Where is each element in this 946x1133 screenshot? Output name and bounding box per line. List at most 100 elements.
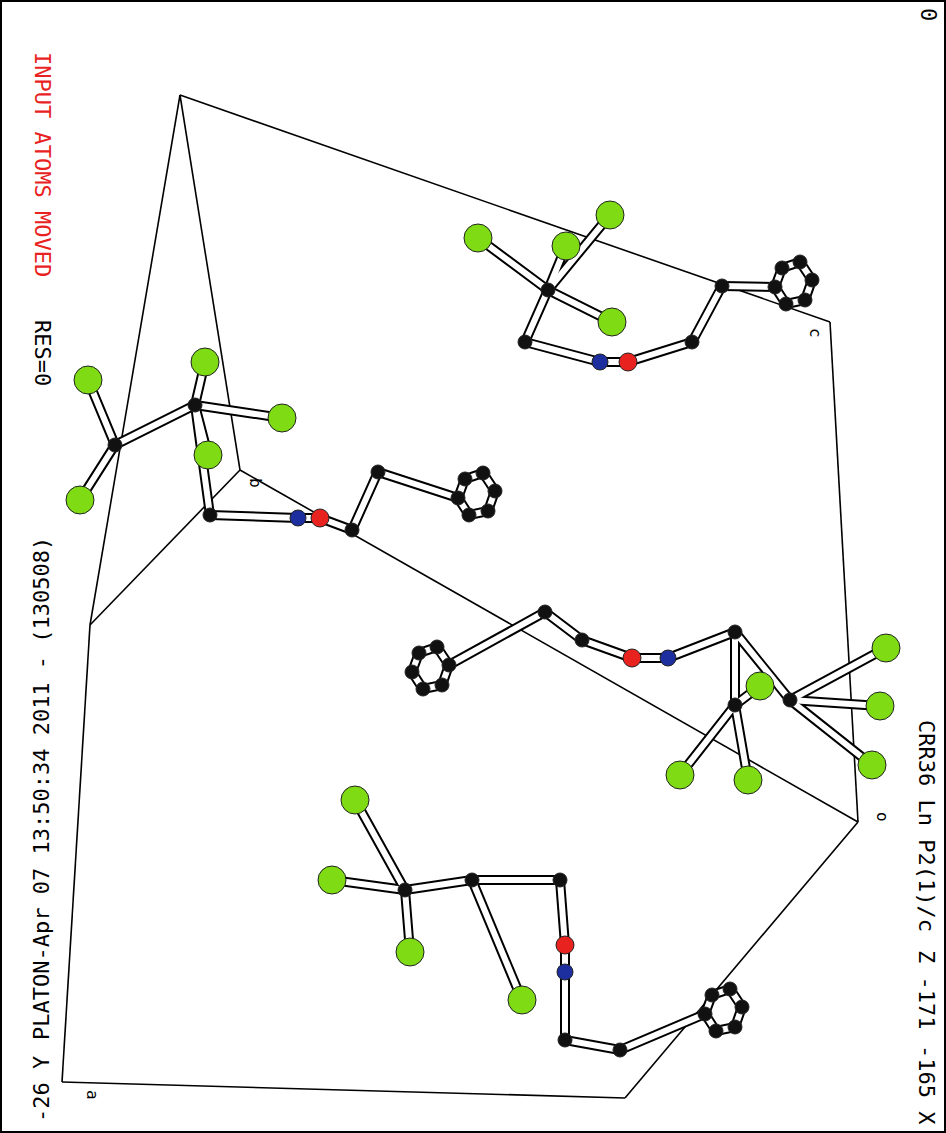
bond-outline — [668, 632, 735, 658]
atom — [464, 224, 492, 252]
atom — [557, 964, 573, 980]
atom — [558, 1033, 572, 1047]
molecule — [66, 348, 502, 537]
corner-mark: 0 — [917, 8, 939, 21]
bond — [620, 1014, 705, 1050]
atom — [768, 280, 782, 294]
axis-label: o — [874, 812, 890, 822]
atom — [858, 751, 886, 779]
bond — [352, 472, 378, 530]
bond-outline — [449, 612, 545, 665]
atom — [318, 866, 346, 894]
bond — [628, 342, 692, 362]
atom — [416, 682, 430, 696]
atom — [783, 693, 797, 707]
atom — [592, 354, 608, 370]
bond-outline — [115, 405, 195, 445]
atom — [619, 353, 637, 371]
bond-outline — [210, 515, 298, 518]
bond-outline — [560, 972, 570, 1040]
bond-outline — [790, 648, 886, 700]
atom — [108, 438, 122, 452]
atom — [451, 491, 465, 505]
bond — [210, 515, 298, 518]
atom — [805, 273, 819, 287]
atom — [746, 672, 774, 700]
atom — [405, 665, 419, 679]
bond-outline — [560, 880, 565, 945]
atom — [775, 261, 789, 275]
view-angle: -165 X — [915, 1045, 937, 1124]
atom — [793, 255, 807, 269]
bond-outline — [548, 215, 610, 290]
atom — [779, 297, 793, 311]
atom — [74, 366, 102, 394]
atom — [685, 335, 699, 349]
bond — [735, 632, 790, 700]
bond-outline — [620, 1014, 705, 1050]
atom — [734, 766, 762, 794]
atom — [623, 649, 641, 667]
atom — [435, 678, 449, 692]
atom — [598, 308, 626, 336]
bond-outline — [525, 290, 548, 342]
cell-edge — [62, 1082, 625, 1098]
atom — [476, 466, 490, 480]
bond — [722, 286, 775, 287]
bond-outline — [790, 700, 872, 765]
atom — [660, 650, 676, 666]
bond-outline — [472, 880, 522, 1000]
atom — [866, 692, 894, 720]
atom — [518, 335, 532, 349]
bond-outline — [722, 286, 775, 287]
cell-edge — [240, 470, 858, 822]
atom — [596, 201, 624, 229]
bond — [115, 405, 195, 445]
atom — [728, 698, 742, 712]
atom — [553, 873, 567, 887]
bond — [562, 972, 568, 1040]
molecule — [318, 786, 749, 1057]
cell-edge — [625, 822, 858, 1098]
atom — [345, 523, 359, 537]
bond — [355, 800, 405, 890]
atom — [552, 232, 580, 260]
bond-outline — [565, 1040, 620, 1050]
bond — [378, 472, 458, 498]
atom — [191, 348, 219, 376]
atom — [430, 640, 444, 654]
bond-outline — [525, 342, 600, 362]
atom — [465, 873, 479, 887]
bond-outline — [405, 880, 472, 890]
bond — [560, 880, 565, 945]
atom — [371, 465, 385, 479]
atom — [872, 634, 900, 662]
atom — [728, 1020, 742, 1034]
bond-outline — [352, 472, 378, 530]
program-stamp: PLATON-Apr 07 13:50:34 2011 - (130508) — [31, 537, 53, 1040]
atom — [203, 508, 217, 522]
atom — [709, 1024, 723, 1038]
bond — [548, 215, 610, 290]
atom — [698, 1007, 712, 1021]
bond-outline — [355, 800, 405, 890]
atom — [541, 283, 555, 297]
atom — [396, 938, 424, 966]
bond — [668, 632, 735, 658]
bond-outline — [378, 472, 458, 498]
atom — [290, 510, 306, 526]
bond — [692, 286, 722, 342]
bond — [449, 612, 545, 665]
atom — [723, 982, 737, 996]
atom — [705, 988, 719, 1002]
atom — [462, 508, 476, 522]
atom — [666, 761, 694, 789]
atom — [481, 504, 495, 518]
atom — [442, 658, 456, 672]
atom — [488, 484, 502, 498]
cell-edge — [180, 95, 830, 322]
atom — [613, 1043, 627, 1057]
